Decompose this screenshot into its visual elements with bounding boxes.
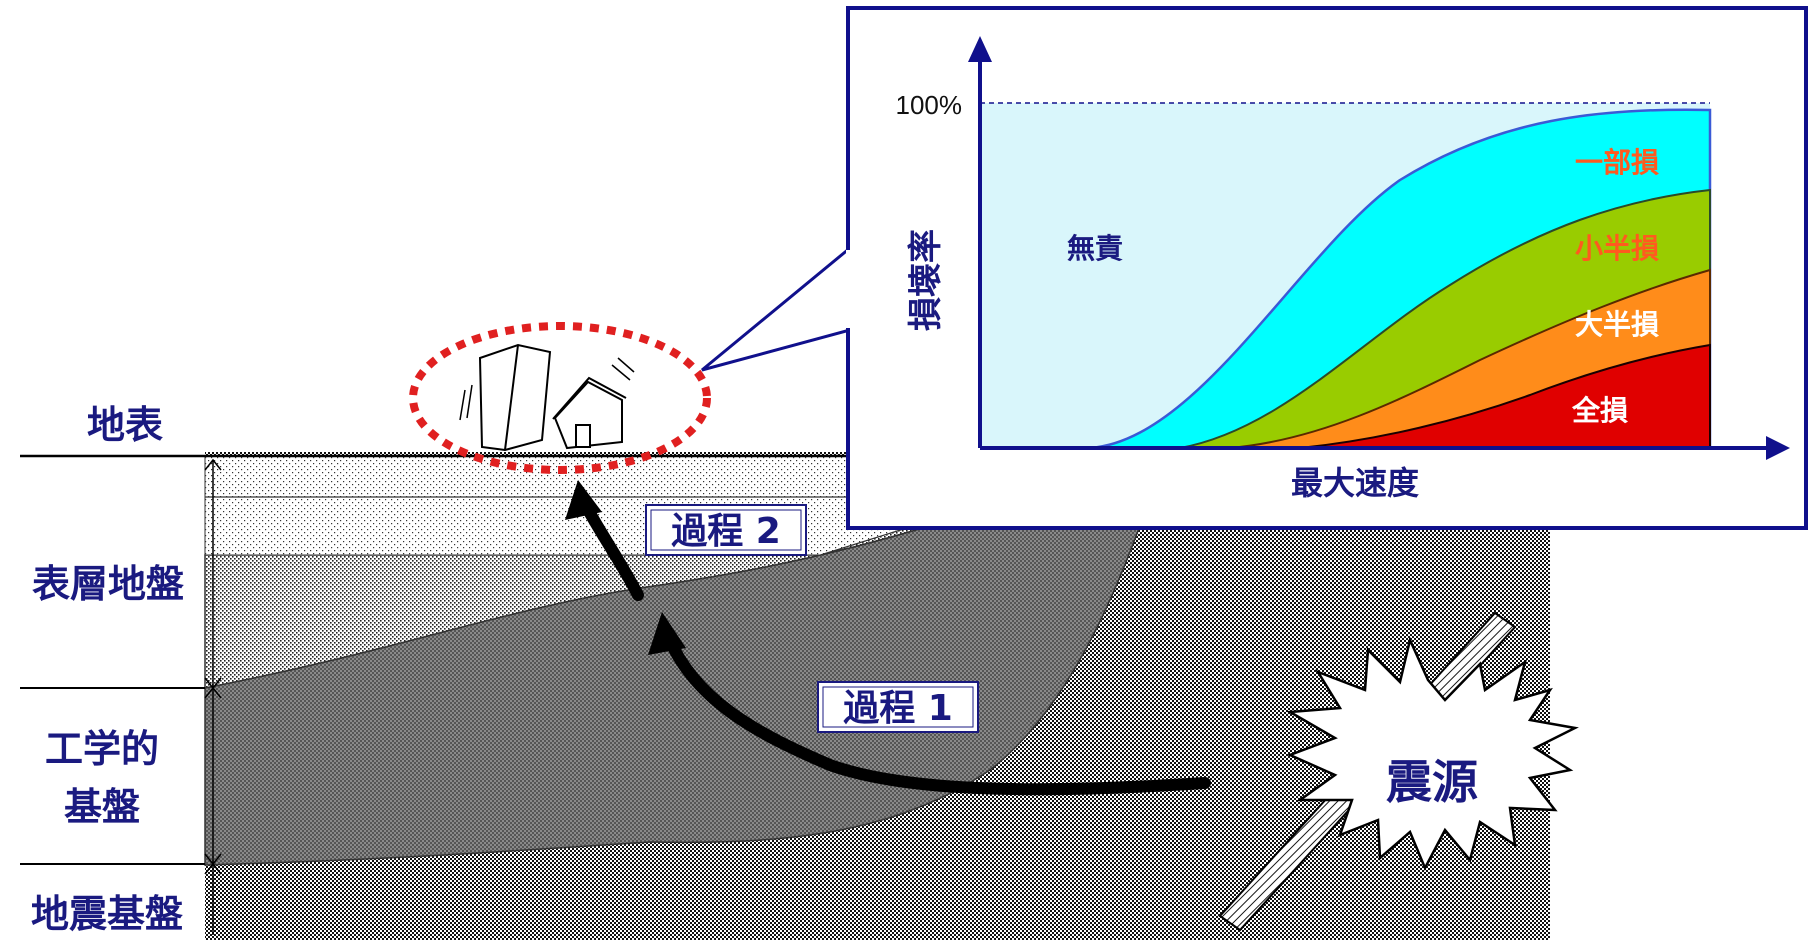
buildings-icon (459, 343, 635, 452)
label-engineering-base-1: 工学的 (45, 727, 159, 771)
process-2-label: 過程 2 (671, 511, 781, 552)
label-large-half: 大半損 (1575, 308, 1659, 341)
label-engineering-base-2: 基盤 (64, 785, 140, 829)
label-total: 全損 (1571, 394, 1628, 427)
label-partial: 一部損 (1575, 146, 1659, 179)
label-small-half: 小半損 (1575, 232, 1659, 265)
region-total (1299, 343, 1711, 449)
process-2-label-box: 過程 2 (645, 504, 807, 556)
epicenter-burst-icon (1285, 636, 1579, 871)
damage-curve-panel: 100% 損壊率 最大速度 無責 一部損 小半損 大半損 全損 (846, 6, 1808, 530)
process-1-label-box: 過程 1 (817, 681, 979, 733)
damage-highlight-ellipse (409, 322, 711, 474)
y-axis-label: 損壊率 (906, 229, 946, 331)
callout-pointer (701, 244, 852, 372)
label-surface-layer: 表層地盤 (32, 562, 184, 606)
epicenter-label: 震源 (1386, 755, 1478, 809)
label-seismic-base: 地震基盤 (31, 892, 183, 936)
process-1-arrow (659, 622, 1211, 796)
x-axis-label: 最大速度 (1291, 464, 1419, 502)
y-max-tick: 100% (896, 90, 963, 120)
label-no-damage: 無責 (1067, 232, 1123, 265)
process-1-label: 過程 1 (843, 688, 953, 729)
label-ground-surface: 地表 (87, 403, 163, 447)
